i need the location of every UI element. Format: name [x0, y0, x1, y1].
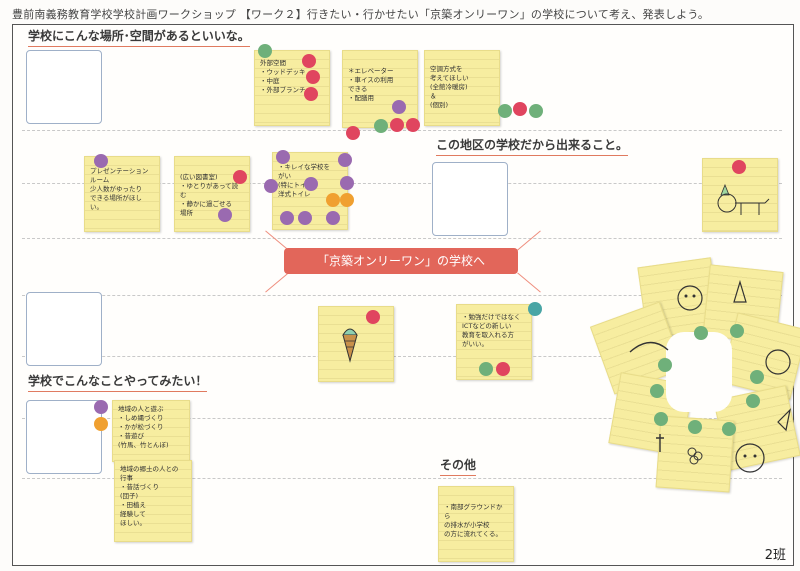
sticky-note-text: ・勉強だけではなく ICTなどの新しい 教育を取入れる方 がいい。 — [462, 313, 521, 348]
sticky-note-text: (広い図書室) ・ゆとりがあって読む ・静かに過ごせる 場所 — [180, 173, 239, 217]
section-heading-region: この地区の学校だから出来ること。 — [436, 136, 629, 156]
vote-dot-green — [479, 362, 493, 376]
vote-dot-green — [730, 324, 744, 338]
vote-dot-purple — [340, 176, 354, 190]
vote-dot-orange — [340, 193, 354, 207]
vote-dot-green — [654, 412, 668, 426]
photo-frame — [26, 50, 102, 124]
vote-dot-teal — [528, 302, 542, 316]
vote-dot-purple — [94, 154, 108, 168]
sticky-note: プレゼンテーションルーム 少人数がゆったり できる場所がほしい。 — [84, 156, 160, 232]
vote-dot-green — [658, 358, 672, 372]
divider-line — [22, 130, 782, 131]
vote-dot-purple — [338, 153, 352, 167]
vote-dot-green — [374, 119, 388, 133]
vote-dot-red — [513, 102, 527, 116]
vote-dot-red — [346, 126, 360, 140]
vote-dot-purple — [264, 179, 278, 193]
vote-dot-purple — [326, 211, 340, 225]
ice-cream-drawing — [342, 328, 358, 363]
animal-drawings — [629, 279, 791, 473]
photo-frame — [26, 292, 102, 366]
vote-dot-purple — [218, 208, 232, 222]
divider-line — [22, 478, 782, 479]
vote-dot-purple — [280, 211, 294, 225]
sticky-note-text: ＊エレベーター ・車イスの利用 できる ・配膳用 — [348, 67, 394, 102]
divider-line — [22, 295, 782, 296]
divider-line — [22, 356, 782, 357]
section-heading-activity: 学校でこんなことやってみたい！ — [28, 372, 208, 392]
vote-dot-purple — [94, 400, 108, 414]
vote-dot-red — [732, 160, 746, 174]
photo-frame — [26, 400, 102, 474]
vote-dot-green — [529, 104, 543, 118]
vote-dot-red — [390, 118, 404, 132]
vote-dot-green — [694, 326, 708, 340]
vote-dot-green — [746, 394, 760, 408]
theme-banner: 「京築オンリーワン」の学校へ — [284, 248, 518, 274]
vote-dot-green — [750, 370, 764, 384]
vote-dot-red — [302, 54, 316, 68]
sticky-note: 地域の郷土の人との 行事 ・昔話づくり (団子) ・田植え 経験して ほしい。 — [114, 460, 192, 542]
vote-dot-red — [306, 70, 320, 84]
sticky-note-text: ・キレイな学校を がい (特にトイレ) 洋式トイレ — [278, 163, 330, 198]
sticky-note-text: 空調方式を 考えてほしい (全館冷暖房) ＆ (個別) — [430, 65, 469, 109]
vote-dot-orange — [326, 193, 340, 207]
vote-dot-purple — [304, 177, 318, 191]
vote-dot-red — [366, 310, 380, 324]
sticky-note-text: 地域の人と遊ぶ ・しめ縄づくり ・かが松づくり ・昔遊び (竹馬、竹とんぼ) — [118, 405, 169, 449]
vote-dot-purple — [298, 211, 312, 225]
section-heading-other: その他 — [440, 456, 477, 476]
sticky-note-text: ・南部グラウンドから の排水が小学校 の方に流れてくる。 — [444, 503, 503, 538]
vote-dot-red — [496, 362, 510, 376]
vote-dot-green — [650, 384, 664, 398]
vote-dot-red — [304, 87, 318, 101]
sticky-note-text: 地域の郷土の人との 行事 ・昔話づくり (団子) ・田植え 経験して ほしい。 — [120, 465, 179, 527]
vote-dot-green — [258, 44, 272, 58]
sticky-note — [318, 306, 394, 382]
divider-line — [22, 238, 782, 239]
sticky-note: ・勉強だけではなく ICTなどの新しい 教育を取入れる方 がいい。 — [456, 304, 532, 380]
vote-dot-purple — [392, 100, 406, 114]
vote-dot-red — [406, 118, 420, 132]
sticky-note-text: 外部空間 ・ウッドデッキ ・中庭 ・外部ブランチ — [260, 59, 306, 94]
sticky-note: 空調方式を 考えてほしい (全館冷暖房) ＆ (個別) — [424, 50, 500, 126]
sticky-note-text — [319, 307, 393, 315]
class-label: 2班 — [764, 548, 786, 563]
wreath-center — [666, 332, 732, 412]
sticky-note: 外部空間 ・ウッドデッキ ・中庭 ・外部ブランチ — [254, 50, 330, 126]
divider-line — [22, 418, 782, 419]
vote-dot-green — [722, 422, 736, 436]
sticky-note: 地域の人と遊ぶ ・しめ縄づくり ・かが松づくり ・昔遊び (竹馬、竹とんぼ) — [112, 400, 190, 462]
sticky-note: ＊エレベーター ・車イスの利用 できる ・配膳用 — [342, 50, 418, 128]
divider-line — [22, 183, 782, 184]
vote-dot-green — [498, 104, 512, 118]
note-wreath — [589, 257, 800, 493]
vote-dot-orange — [94, 417, 108, 431]
unicorn-drawing — [717, 183, 770, 215]
photo-frame — [432, 162, 508, 236]
sticky-note-text: プレゼンテーションルーム 少人数がゆったり できる場所がほしい。 — [90, 167, 149, 211]
sticky-note: ・南部グラウンドから の排水が小学校 の方に流れてくる。 — [438, 486, 514, 562]
section-heading-place: 学校にこんな場所･空間があるといいな。 — [28, 27, 250, 47]
vote-dot-green — [688, 420, 702, 434]
vote-dot-purple — [276, 150, 290, 164]
sticky-note: (広い図書室) ・ゆとりがあって読む ・静かに過ごせる 場所 — [174, 156, 250, 232]
vote-dot-red — [233, 170, 247, 184]
page-title: 豊前南義務教育学校学校計画ワークショップ 【ワーク２】行きたい・行かせたい「京築… — [12, 8, 710, 21]
